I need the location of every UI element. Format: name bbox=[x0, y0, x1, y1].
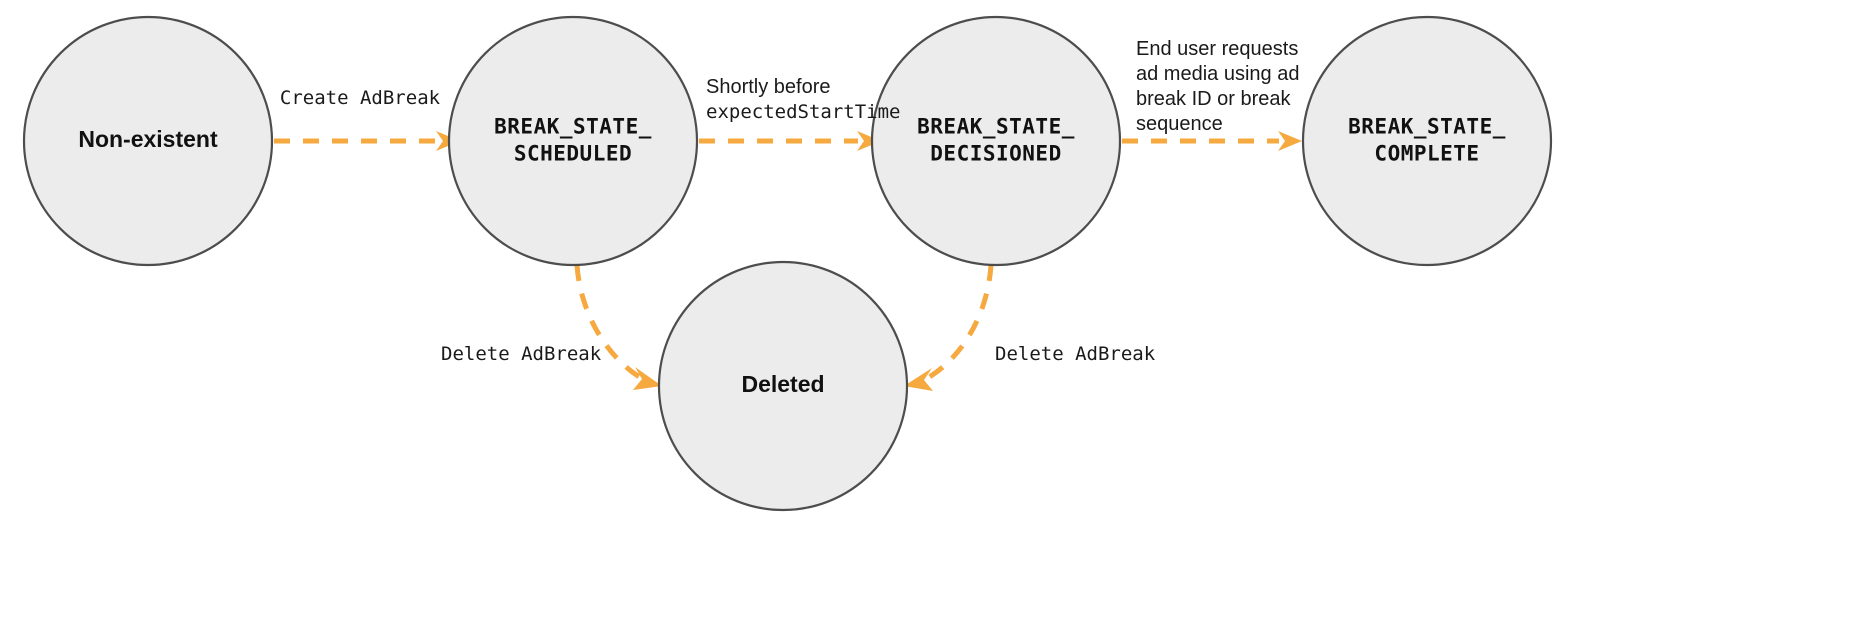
edge-end-user-requests-ad-media bbox=[1122, 131, 1302, 151]
edge-line-delete-adbreak-from-decisioned bbox=[924, 264, 994, 382]
edge-label-text: End user requests bbox=[1136, 38, 1298, 60]
arrowhead-icon bbox=[904, 368, 933, 391]
edge-label-create-adbreak: Create AdBreak bbox=[280, 87, 441, 109]
edge-label-text: Shortly before bbox=[706, 76, 831, 98]
state-label-break-state-complete: BREAK_STATE_ bbox=[1348, 115, 1506, 139]
state-label-break-state-decisioned: DECISIONED bbox=[930, 142, 1061, 166]
state-node-break-state-scheduled[interactable]: BREAK_STATE_ SCHEDULED bbox=[447, 15, 699, 267]
edge-shortly-before-expected-start-time bbox=[699, 131, 881, 151]
edge-label-delete-adbreak-from-decisioned: Delete AdBreak bbox=[995, 343, 1156, 365]
state-circle-break-state-decisioned[interactable] bbox=[870, 15, 1122, 267]
edge-line-delete-adbreak-from-scheduled bbox=[574, 264, 643, 381]
edge-label-text: Delete AdBreak bbox=[441, 343, 602, 365]
state-label-non-existent: Non-existent bbox=[78, 126, 218, 152]
state-node-break-state-complete[interactable]: BREAK_STATE_ COMPLETE bbox=[1301, 15, 1553, 267]
edge-labels-layer: Create AdBreak Shortly before expectedStar… bbox=[280, 38, 1300, 365]
state-node-non-existent[interactable]: Non-existent bbox=[22, 15, 274, 267]
edge-label-delete-adbreak-from-scheduled: Delete AdBreak bbox=[441, 343, 602, 365]
state-label-break-state-complete: COMPLETE bbox=[1374, 142, 1479, 166]
arrowhead-icon bbox=[633, 367, 662, 390]
state-circle-non-existent[interactable] bbox=[22, 15, 274, 267]
edge-label-text: break ID or break bbox=[1136, 88, 1292, 110]
state-node-break-state-decisioned[interactable]: BREAK_STATE_ DECISIONED bbox=[870, 15, 1122, 267]
edge-label-shortly-before-expected-start-time: Shortly before expectedStartTime bbox=[706, 76, 900, 123]
state-label-break-state-decisioned: BREAK_STATE_ bbox=[917, 115, 1075, 139]
arrowhead-icon bbox=[1278, 131, 1302, 151]
edge-delete-adbreak-from-scheduled bbox=[574, 264, 662, 390]
arrowhead-icon bbox=[857, 131, 881, 151]
edges-layer bbox=[274, 131, 1302, 391]
edge-label-text: Delete AdBreak bbox=[995, 343, 1156, 365]
edge-create-adbreak bbox=[274, 131, 460, 151]
edge-delete-adbreak-from-decisioned bbox=[904, 264, 994, 391]
state-node-deleted[interactable]: Deleted bbox=[657, 260, 909, 512]
state-label-break-state-scheduled: SCHEDULED bbox=[514, 142, 632, 166]
state-label-break-state-scheduled: BREAK_STATE_ bbox=[494, 115, 652, 139]
edge-label-text: ad media using ad bbox=[1136, 63, 1299, 85]
edge-label-end-user-requests-ad-media: End user requests ad media using ad break … bbox=[1136, 38, 1299, 135]
edge-label-text: sequence bbox=[1136, 113, 1223, 135]
state-circle-break-state-scheduled[interactable] bbox=[447, 15, 699, 267]
state-circle-break-state-complete[interactable] bbox=[1301, 15, 1553, 267]
edge-label-text: Create AdBreak bbox=[280, 87, 441, 109]
edge-label-text: expectedStartTime bbox=[706, 101, 900, 123]
state-circle-deleted[interactable] bbox=[657, 260, 909, 512]
state-label-deleted: Deleted bbox=[741, 371, 824, 397]
